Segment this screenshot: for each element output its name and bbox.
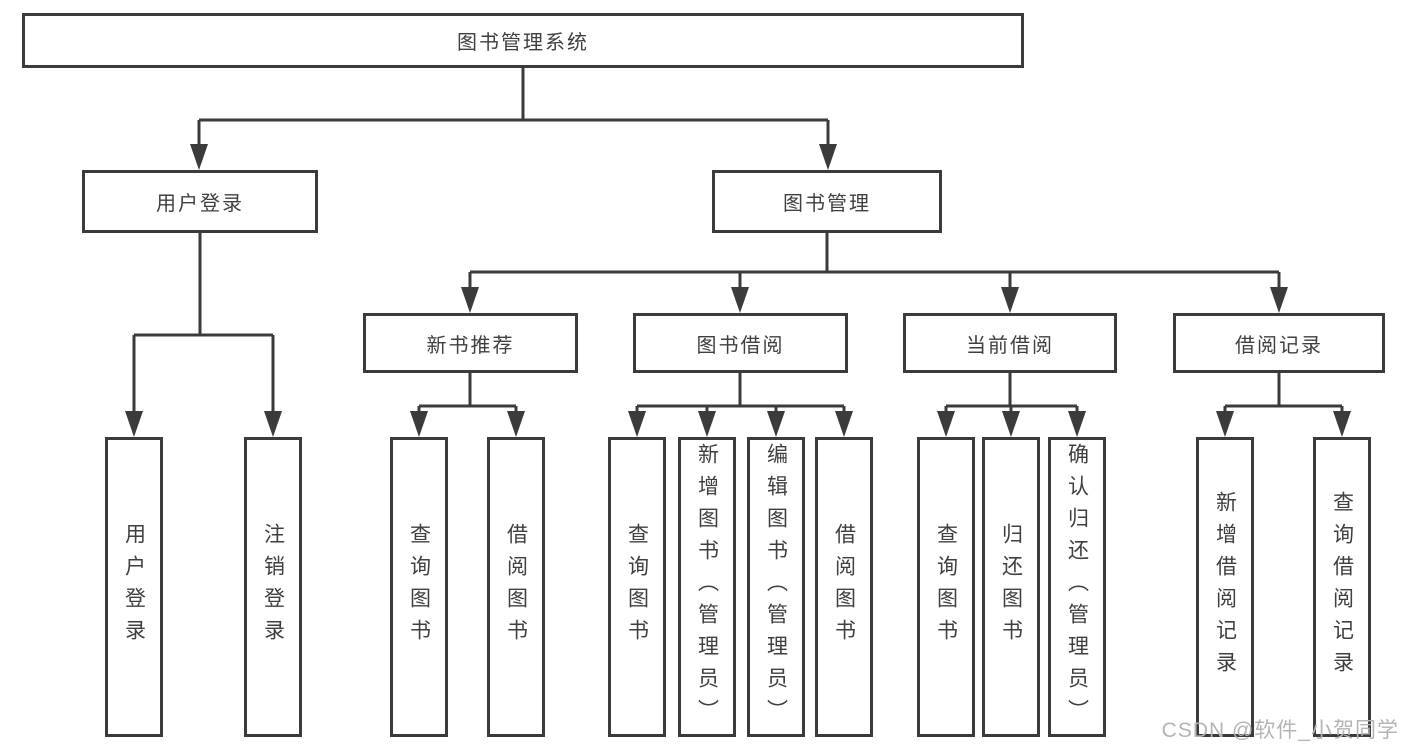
node-leaf-query-books: 查询图书 [390, 437, 448, 737]
node-leaf-return-books: 归还图书 [982, 437, 1040, 737]
arrowheads [125, 144, 1351, 437]
csdn-watermark: CSDN @软件_小贺同学 [1161, 719, 1399, 742]
node-label: 新增借阅记录 [1213, 491, 1237, 683]
node-current-borrow: 当前借阅 [903, 313, 1117, 373]
node-label: 图书管理系统 [457, 32, 589, 54]
node-label: 新增图书（管理员） [695, 443, 719, 731]
node-book-management-branch: 图书管理 [712, 170, 942, 233]
node-leaf-add-books-admin: 新增图书（管理员） [678, 437, 736, 737]
node-leaf-user-login: 用户登录 [105, 437, 163, 737]
node-label: 注销登录 [261, 523, 285, 651]
node-leaf-confirm-return-admin: 确认归还（管理员） [1048, 437, 1106, 737]
node-leaf-borrow-books: 借阅图书 [487, 437, 545, 737]
node-label: 用户登录 [156, 193, 244, 215]
node-label: 借阅记录 [1235, 334, 1323, 357]
node-borrow-records: 借阅记录 [1173, 313, 1385, 373]
node-label: 新书推荐 [426, 334, 515, 357]
node-label: 借阅图书 [504, 523, 528, 651]
node-leaf-query-borrow-record: 查询借阅记录 [1313, 437, 1371, 737]
node-leaf-edit-books-admin: 编辑图书（管理员） [747, 437, 805, 737]
node-leaf-logout: 注销登录 [244, 437, 302, 737]
node-leaf-borrow-books: 借阅图书 [815, 437, 873, 737]
node-label: 确认归还（管理员） [1065, 443, 1089, 731]
node-label: 当前借阅 [966, 334, 1054, 357]
node-label: 归还图书 [999, 523, 1023, 651]
node-label: 编辑图书（管理员） [764, 443, 788, 731]
node-root-library-system: 图书管理系统 [22, 13, 1024, 68]
node-label: 图书借阅 [696, 334, 785, 357]
node-label: 图书管理 [783, 193, 871, 215]
node-label: 查询图书 [407, 523, 431, 651]
node-label: 用户登录 [122, 523, 146, 651]
node-new-book-recommend: 新书推荐 [363, 313, 578, 373]
node-book-borrow: 图书借阅 [633, 313, 848, 373]
node-user-login-branch: 用户登录 [82, 170, 318, 233]
node-leaf-query-books: 查询图书 [608, 437, 666, 737]
node-label: 借阅图书 [832, 523, 856, 651]
node-leaf-query-books: 查询图书 [917, 437, 975, 737]
node-label: 查询借阅记录 [1330, 491, 1354, 683]
node-label: 查询图书 [934, 523, 958, 651]
node-leaf-add-borrow-record: 新增借阅记录 [1196, 437, 1254, 737]
node-label: 查询图书 [625, 523, 649, 651]
